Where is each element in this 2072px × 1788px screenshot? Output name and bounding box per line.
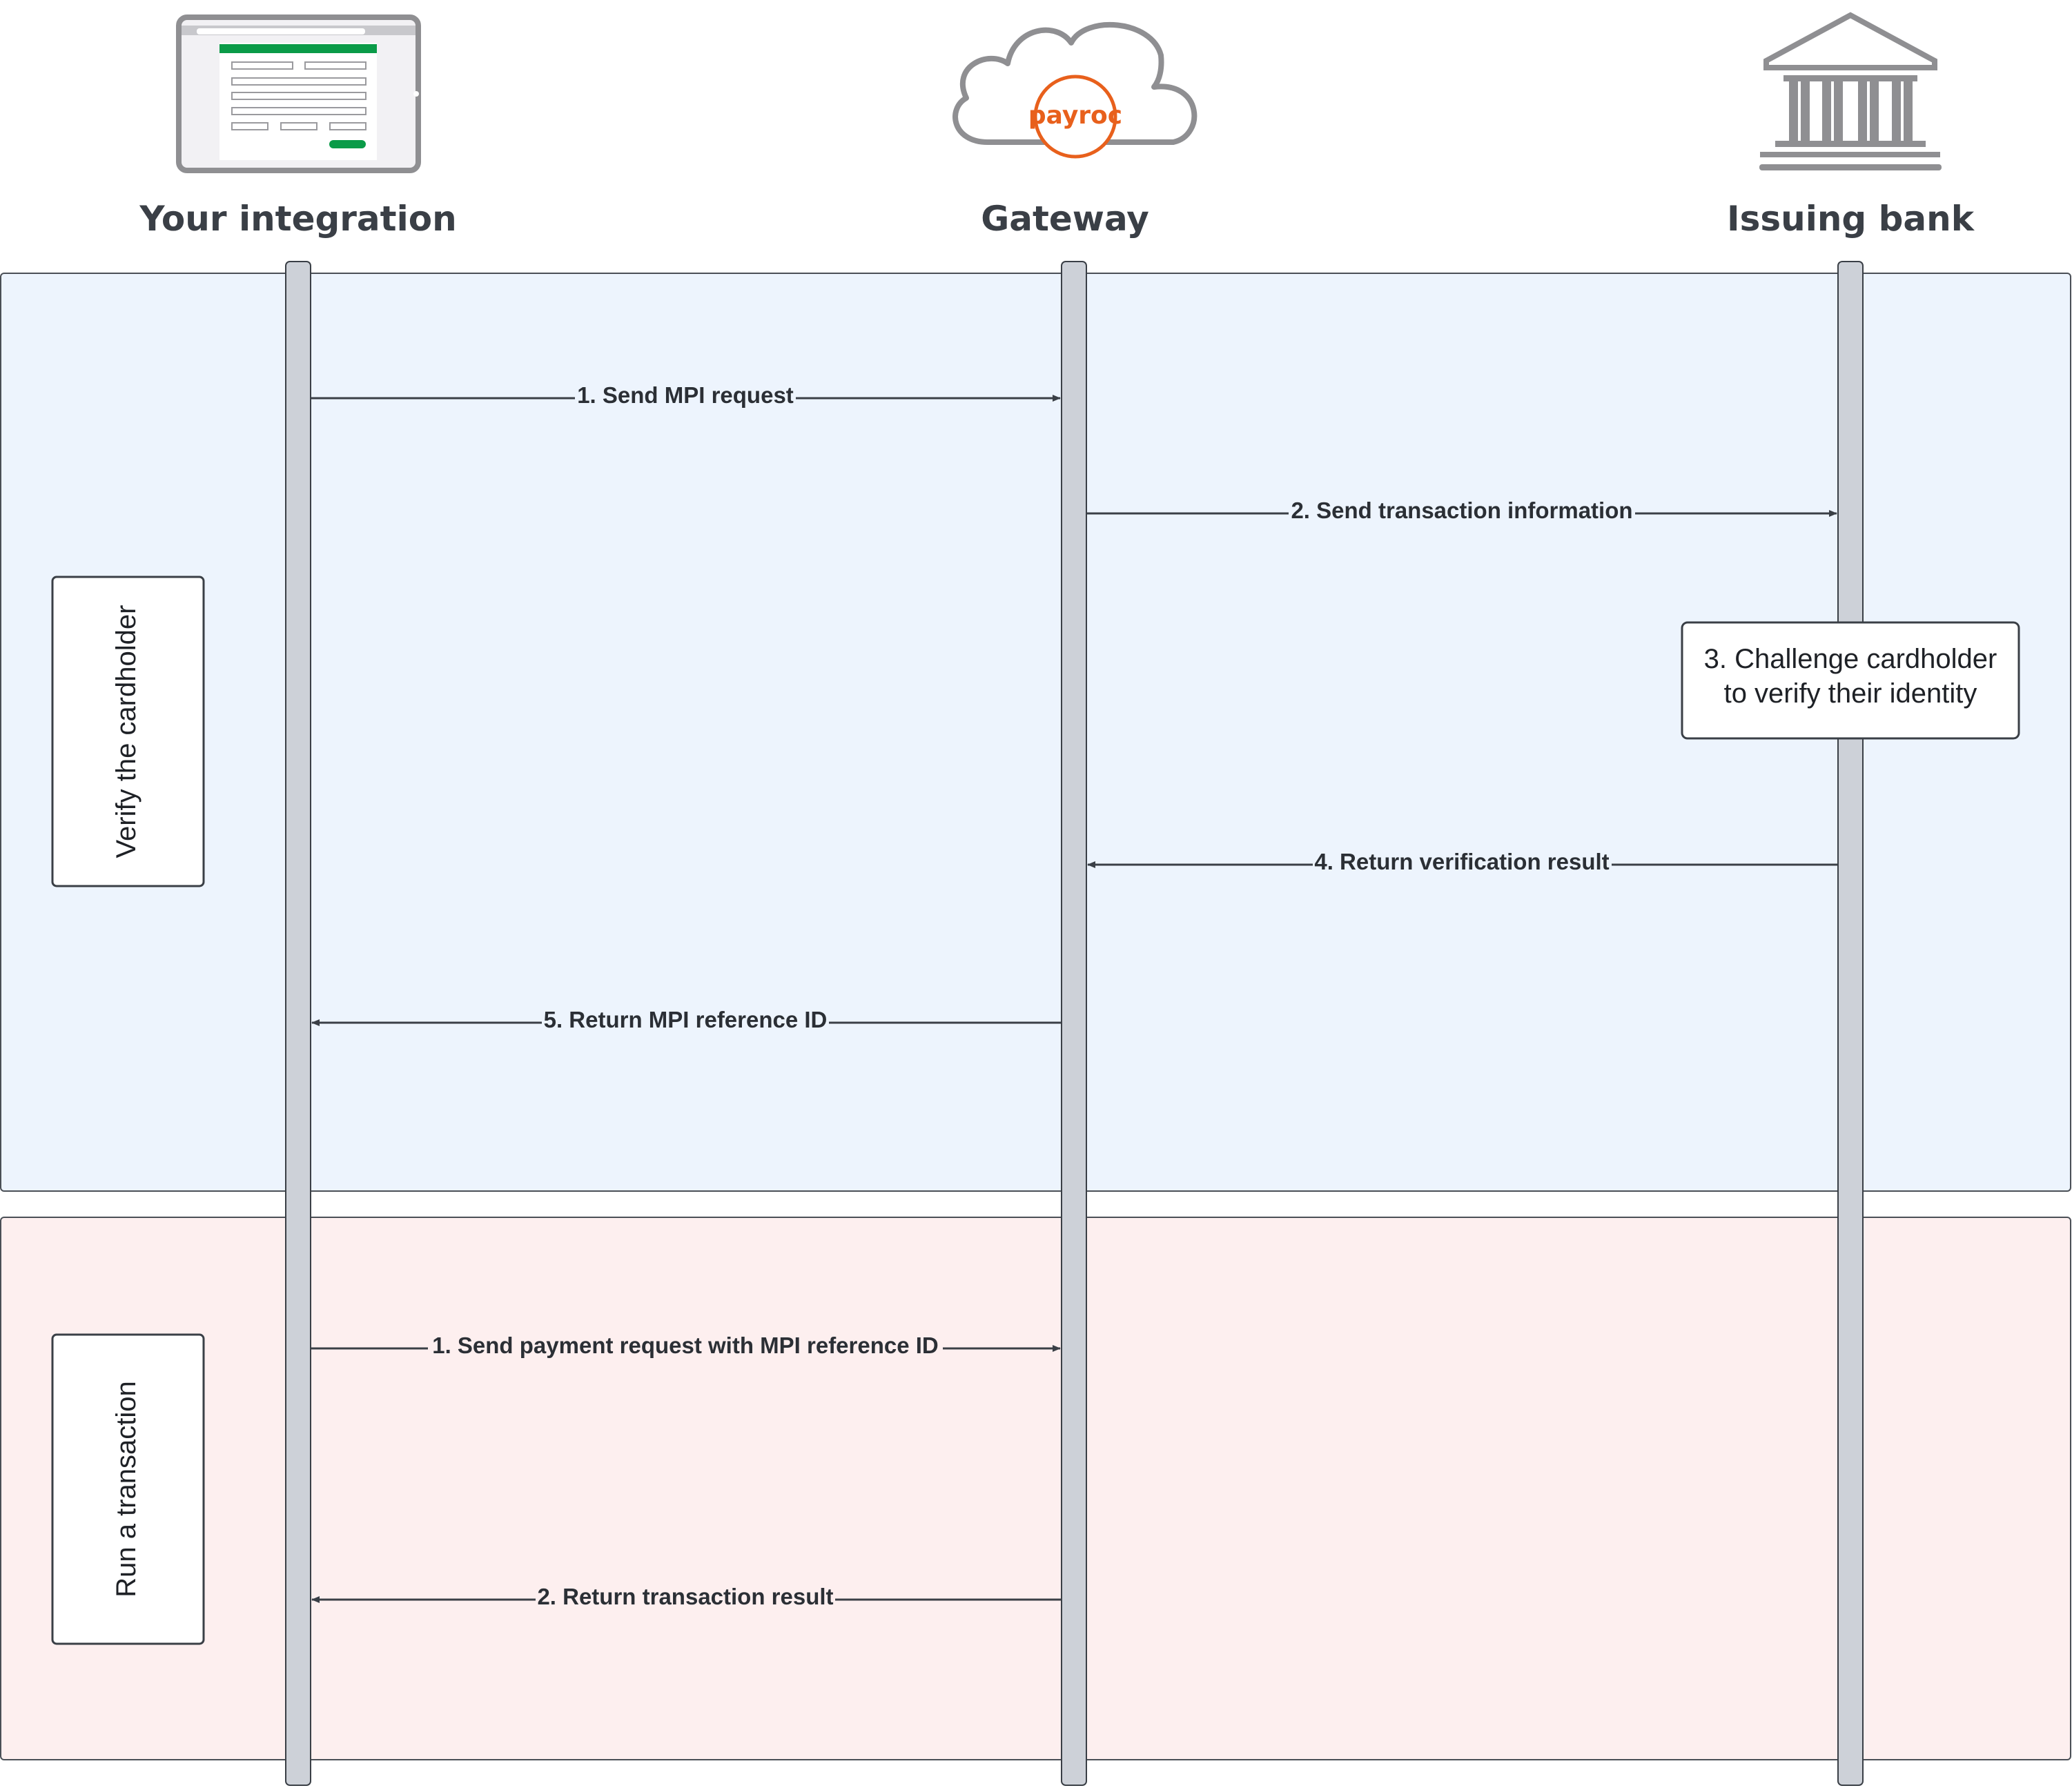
participant-title-bank: Issuing bank — [1727, 199, 1975, 239]
message-verify-2-label: 2. Send transaction information — [1291, 498, 1632, 523]
message-verify-4: 4. Return verification result — [1087, 849, 1838, 876]
bank-challenge-note: 3. Challenge cardholder to verify their … — [1681, 621, 2020, 740]
phase-verify-label: Verify the cardholder — [111, 605, 141, 858]
phase-transaction-label: Run a transaction — [111, 1381, 141, 1598]
lifeline-gateway — [1061, 261, 1087, 1786]
message-transaction-1-label: 1. Send payment request with MPI referen… — [432, 1333, 939, 1358]
participant-title-integration: Your integration — [139, 199, 456, 239]
bank-building-icon — [1759, 12, 1942, 170]
message-transaction-2-label: 2. Return transaction result — [537, 1584, 833, 1609]
message-verify-2: 2. Send transaction information — [1086, 498, 1837, 525]
participant-title-gateway: Gateway — [981, 199, 1149, 239]
phase-verify-label-box: Verify the cardholder — [51, 576, 205, 887]
tablet-form-icon — [176, 14, 421, 173]
lifeline-integration — [285, 261, 311, 1786]
message-verify-5: 5. Return MPI reference ID — [311, 1007, 1062, 1034]
payroc-cloud-logo: payroc — [952, 21, 1198, 159]
message-transaction-2: 2. Return transaction result — [311, 1584, 1062, 1611]
message-verify-5-label: 5. Return MPI reference ID — [544, 1007, 828, 1032]
lifeline-bank — [1837, 261, 1864, 1786]
message-verify-1-label: 1. Send MPI request — [577, 382, 794, 408]
message-transaction-1: 1. Send payment request with MPI referen… — [311, 1333, 1061, 1360]
bank-challenge-note-line-2: to verify their identity — [1724, 678, 1977, 709]
bank-challenge-note-line-1: 3. Challenge cardholder — [1704, 644, 1997, 674]
payroc-logo-text: payroc — [1028, 101, 1122, 130]
phase-transaction-label-box: Run a transaction — [51, 1333, 205, 1645]
message-verify-1: 1. Send MPI request — [311, 382, 1061, 410]
message-verify-4-label: 4. Return verification result — [1314, 849, 1609, 874]
